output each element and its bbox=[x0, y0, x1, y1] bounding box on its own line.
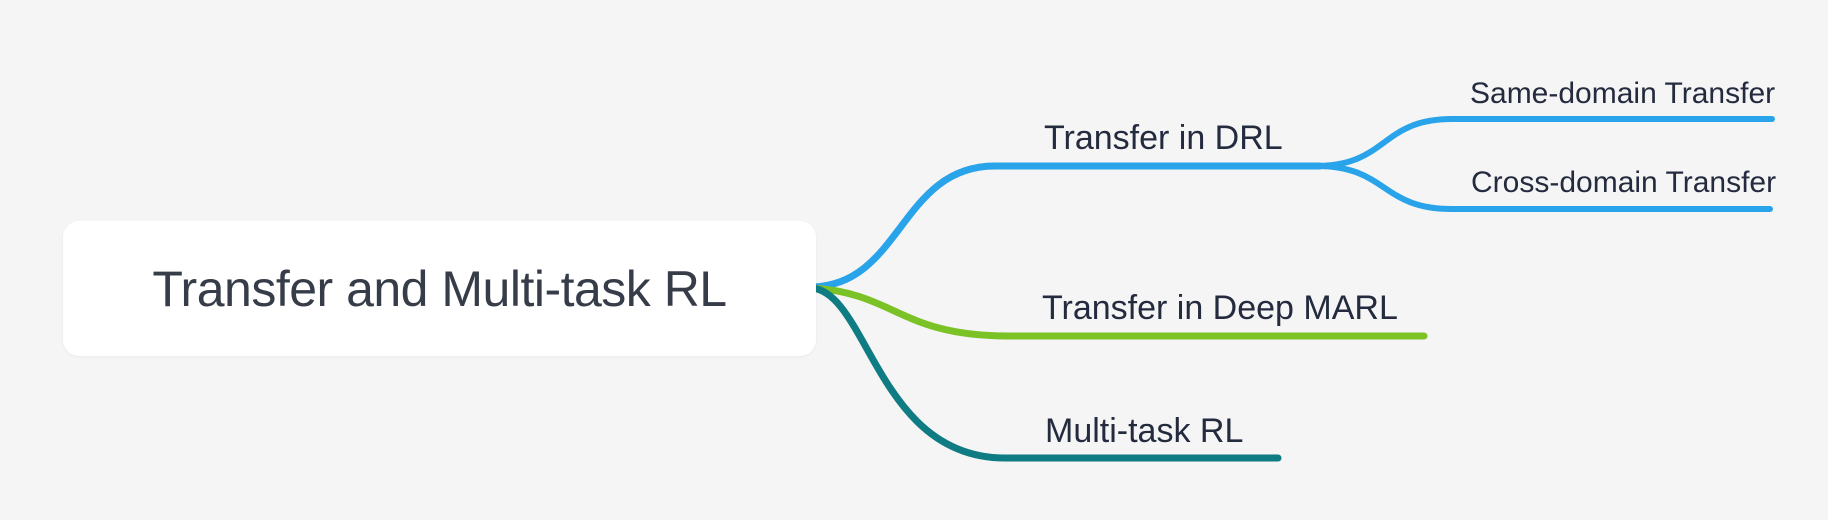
edge-multi-task-rl bbox=[808, 284, 1282, 462]
root-node[interactable]: Transfer and Multi-task RL bbox=[63, 221, 816, 356]
node-same-domain-transfer[interactable]: Same-domain Transfer bbox=[1470, 77, 1776, 110]
node-transfer-in-drl[interactable]: Transfer in DRL bbox=[1044, 119, 1283, 157]
root-node-label: Transfer and Multi-task RL bbox=[152, 260, 727, 317]
node-transfer-in-deep-marl[interactable]: Transfer in Deep MARL bbox=[1042, 289, 1398, 327]
edge-transfer-in-drl bbox=[808, 162, 1324, 291]
edge-same-domain-transfer bbox=[1313, 116, 1775, 169]
node-multi-task-rl[interactable]: Multi-task RL bbox=[1045, 412, 1244, 450]
edge-transfer-in-deep-marl bbox=[808, 284, 1428, 340]
node-cross-domain-transfer[interactable]: Cross-domain Transfer bbox=[1471, 166, 1777, 199]
edge-cross-domain-transfer bbox=[1313, 163, 1773, 212]
